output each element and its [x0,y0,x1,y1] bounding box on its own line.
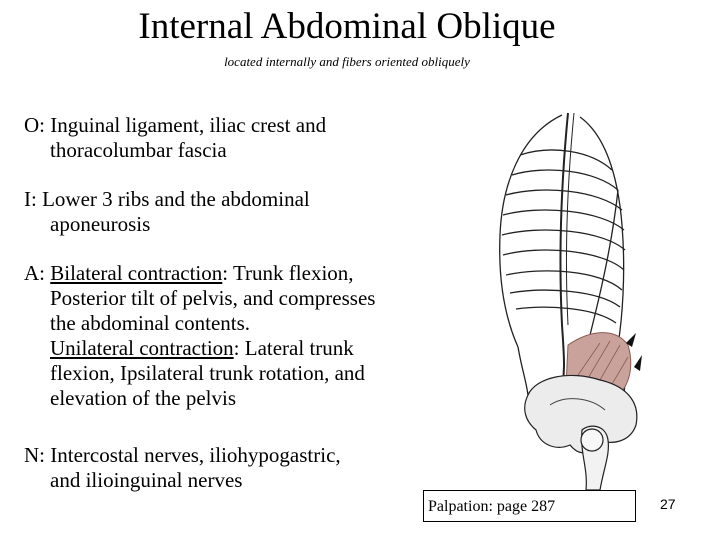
nerve-label: N: [24,443,45,467]
insertion-line2: aponeurosis [50,212,151,236]
unilateral-line2: flexion, Ipsilateral trunk rotation, and [50,361,365,385]
insertion-line1: Lower 3 ribs and the abdominal [42,187,310,211]
insertion-section: I: Lower 3 ribs and the abdominal aponeu… [24,187,310,237]
origin-line1: Inguinal ligament, iliac crest and [50,113,327,137]
origin-section: O: Inguinal ligament, iliac crest and th… [24,113,326,163]
anatomy-illustration-icon [499,112,642,490]
nerve-line2: and ilioinguinal nerves [50,468,243,492]
palpation-box: Palpation: page 287 [423,490,636,522]
origin-label: O: [24,113,45,137]
nerve-section: N: Intercostal nerves, iliohypogastric, … [24,443,341,493]
bilateral-line2: Posterior tilt of pelvis, and compresses [50,286,376,310]
action-section: A: Bilateral contraction: Trunk flexion,… [24,261,375,411]
bilateral-label: Bilateral contraction [50,261,223,285]
page-number: 27 [660,496,676,512]
insertion-label: I: [24,187,37,211]
unilateral-line1: : Lateral trunk [233,336,354,360]
bilateral-line1: : Trunk flexion, [222,261,354,285]
origin-line2: thoracolumbar fascia [50,138,227,162]
bilateral-line3: the abdominal contents. [50,311,251,335]
page-subtitle: located internally and fibers oriented o… [224,54,470,69]
page-title: Internal Abdominal Oblique [138,6,556,47]
unilateral-label: Unilateral contraction [50,336,234,360]
nerve-line1: Intercostal nerves, iliohypogastric, [50,443,341,467]
action-label: A: [24,261,45,285]
unilateral-line3: elevation of the pelvis [50,386,237,410]
